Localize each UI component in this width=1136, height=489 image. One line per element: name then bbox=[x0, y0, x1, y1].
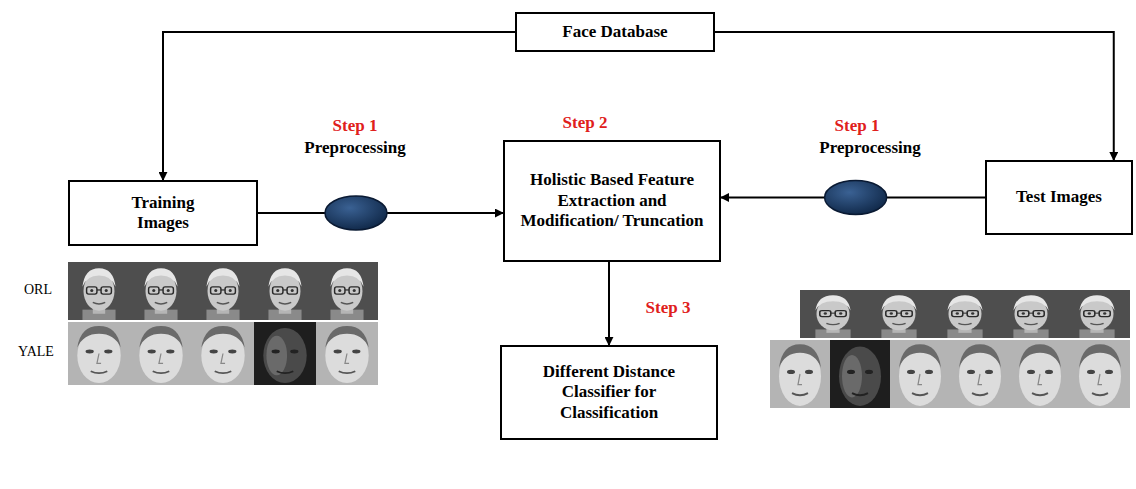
database-box: Face Database bbox=[515, 12, 715, 52]
flow-arrow bbox=[608, 262, 610, 345]
yale-face bbox=[890, 340, 950, 408]
yale-face bbox=[316, 322, 378, 385]
orl-face bbox=[998, 290, 1064, 338]
orl-face bbox=[866, 290, 932, 338]
step-label: Step 1 bbox=[333, 116, 378, 136]
preprocessing-oval bbox=[325, 196, 387, 230]
yale-face bbox=[1070, 340, 1130, 408]
yale-face bbox=[68, 322, 130, 385]
dataset-label: ORL bbox=[24, 282, 52, 299]
orl-face bbox=[192, 262, 254, 320]
preprocessing-oval bbox=[825, 181, 887, 215]
orl-face bbox=[932, 290, 998, 338]
box-text: Different Distance Classifier for Classi… bbox=[514, 362, 704, 423]
box-text: Training Images bbox=[108, 193, 218, 234]
box-text: Holistic Based Feature Extraction and Mo… bbox=[517, 170, 707, 231]
orl-face bbox=[130, 262, 192, 320]
yale-face bbox=[130, 322, 192, 385]
step-label: Step 2 bbox=[563, 113, 608, 133]
yale-face bbox=[770, 340, 830, 408]
feature-extraction-box: Holistic Based Feature Extraction and Mo… bbox=[503, 140, 721, 262]
orl-face bbox=[800, 290, 866, 338]
yale-face bbox=[254, 322, 316, 385]
step-label: Step 1 bbox=[835, 116, 880, 136]
step-label: Step 3 bbox=[646, 298, 691, 318]
box-text: Face Database bbox=[562, 22, 667, 42]
yale-face bbox=[1010, 340, 1070, 408]
step-caption: Preprocessing bbox=[819, 138, 920, 158]
box-text: Test Images bbox=[1016, 187, 1102, 207]
test-box: Test Images bbox=[985, 160, 1133, 235]
classifier-box: Different Distance Classifier for Classi… bbox=[500, 345, 718, 440]
orl-face bbox=[68, 262, 130, 320]
orl-face bbox=[316, 262, 378, 320]
yale-face bbox=[192, 322, 254, 385]
yale-face bbox=[830, 340, 890, 408]
dataset-label: YALE bbox=[18, 344, 54, 361]
yale-face bbox=[950, 340, 1010, 408]
flow-arrow bbox=[715, 32, 1114, 160]
training-box: Training Images bbox=[68, 180, 258, 246]
flow-arrow bbox=[163, 32, 515, 180]
orl-face bbox=[254, 262, 316, 320]
orl-face bbox=[1064, 290, 1130, 338]
step-caption: Preprocessing bbox=[304, 138, 405, 158]
